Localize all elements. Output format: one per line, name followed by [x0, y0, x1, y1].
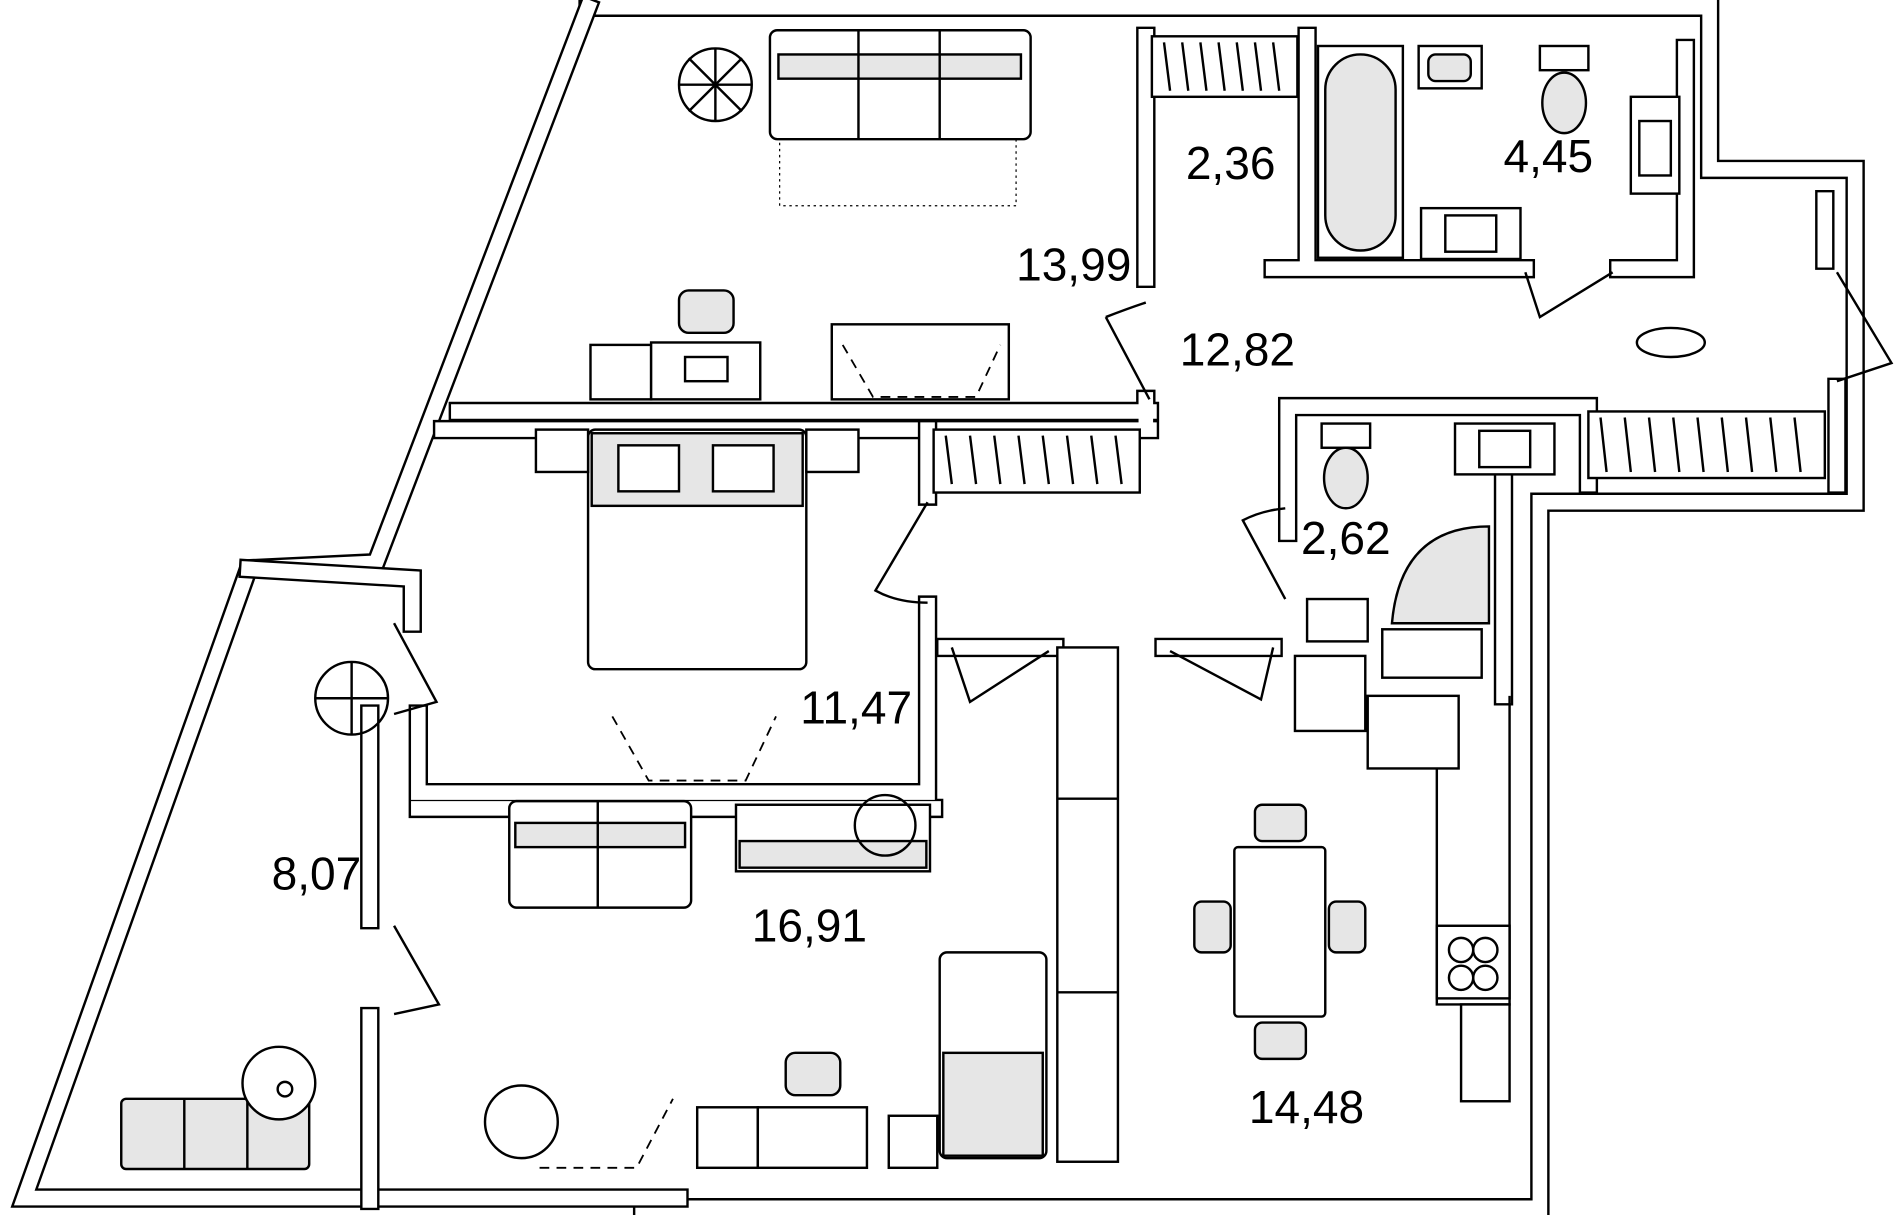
- cat-icon: [1635, 326, 1706, 359]
- wardrobe-hall: [1587, 410, 1827, 480]
- sink-wc: [1305, 597, 1369, 643]
- room-area-balcony: 8,07: [272, 848, 362, 900]
- plant-icon: [483, 1084, 559, 1160]
- room-area-bathroom: 4,45: [1504, 130, 1594, 182]
- washer-wc: [1453, 422, 1556, 476]
- plant-icon: [314, 660, 390, 736]
- room-area-bedroom: 11,47: [800, 682, 912, 734]
- walls: [10, 0, 1865, 1215]
- wardrobe-bedroom: [932, 428, 1141, 494]
- wardrobe-storage: [1150, 35, 1299, 99]
- plant-icon: [677, 47, 753, 123]
- tv-unit: [830, 323, 1011, 401]
- sofa-living: [508, 799, 693, 909]
- tv-unit-living: [734, 803, 932, 873]
- washer-wc-2: [1381, 628, 1483, 679]
- toilet-bath: [1538, 44, 1590, 135]
- room-area-living-top: 13,99: [1016, 239, 1131, 291]
- doors: [392, 271, 1894, 1016]
- washer-bath: [1419, 206, 1522, 261]
- room-area-living-bottom: 16,91: [752, 900, 867, 952]
- desk-top: [589, 289, 762, 401]
- room-area-storage: 2,36: [1186, 137, 1276, 189]
- plant-icon: [853, 793, 917, 857]
- bathtub: [1316, 44, 1405, 259]
- sofa-top: [768, 29, 1032, 207]
- kitchen-sink: [1366, 694, 1460, 770]
- shower: [1390, 525, 1491, 625]
- room-area-wc: 2,62: [1301, 512, 1391, 564]
- toilet-wc: [1320, 422, 1372, 510]
- room-labels: 13,99 2,36 4,45 12,82 2,62 11,47 8,07 16…: [272, 130, 1594, 1133]
- sink-bath: [1417, 44, 1483, 90]
- room-area-kitchen: 14,48: [1249, 1081, 1364, 1133]
- desk-living: [695, 1051, 939, 1170]
- chair-living: [938, 951, 1048, 1160]
- fridge: [1293, 654, 1367, 733]
- bed: [534, 428, 860, 671]
- oven: [1459, 1003, 1511, 1103]
- shelf-bath: [1629, 95, 1681, 195]
- balcony-sofa: [120, 1045, 317, 1171]
- dining-table: [1193, 803, 1367, 1061]
- room-area-hallway: 12,82: [1180, 324, 1295, 376]
- hob: [1435, 924, 1511, 1000]
- furniture: [120, 29, 1827, 1171]
